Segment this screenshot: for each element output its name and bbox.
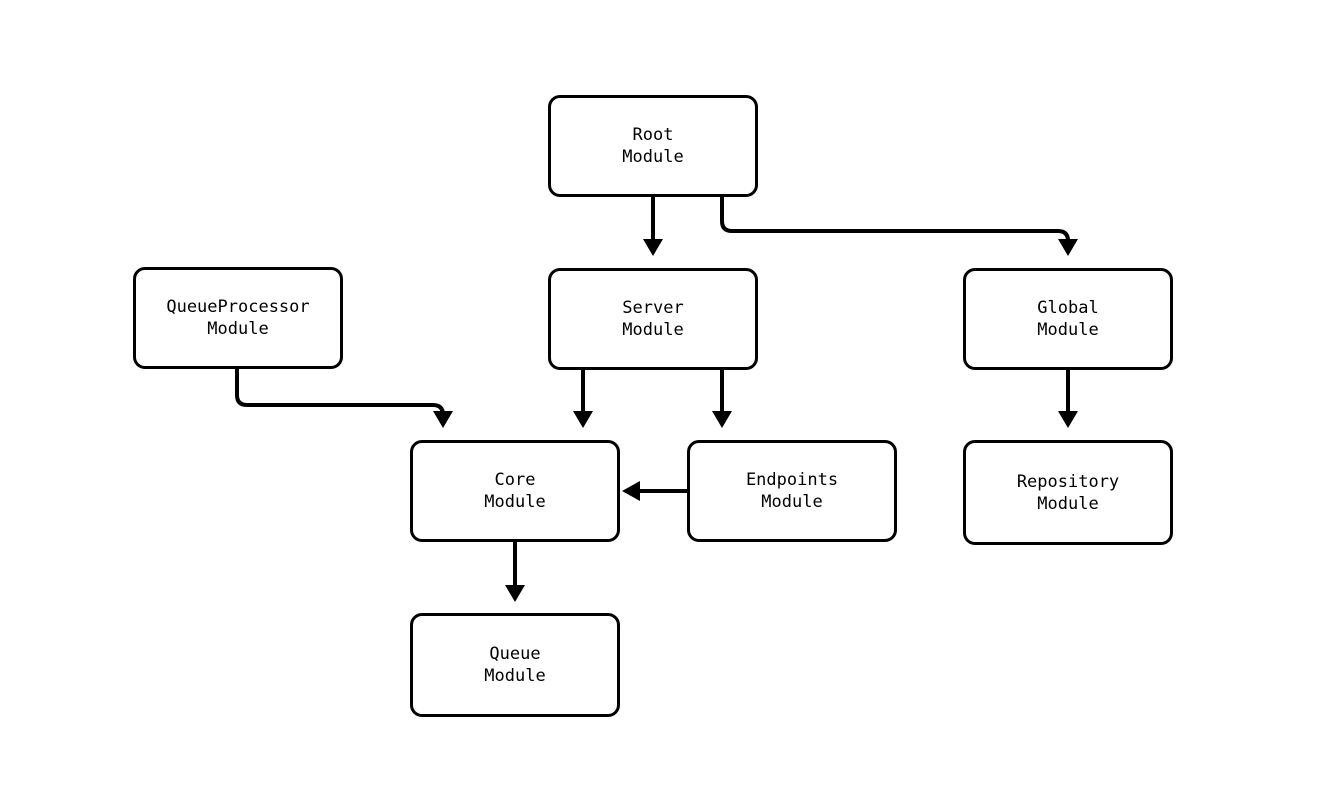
node-root-module-label: Root Module: [622, 125, 684, 167]
node-repository-module-label: Repository Module: [1016, 471, 1120, 514]
node-repository-module[interactable]: Repository Module: [963, 440, 1173, 545]
edge-queueprocessor-to-core: [235, 369, 453, 428]
node-server-module[interactable]: Server Module: [548, 268, 758, 370]
edge-root-to-global: [720, 197, 1078, 256]
edge-endpoints-to-core: [622, 481, 687, 501]
node-core-module[interactable]: Core Module: [410, 440, 620, 542]
edge-global-to-repository: [1058, 370, 1078, 428]
node-global-module-label: Global Module: [1037, 298, 1099, 340]
node-global-module[interactable]: Global Module: [963, 268, 1173, 370]
node-endpoints-module-label: Endpoints Module: [745, 470, 839, 512]
node-queueprocessor-module-label: QueueProcessor Module: [166, 297, 310, 339]
node-root-module[interactable]: Root Module: [548, 95, 758, 197]
edge-server-to-core: [573, 370, 593, 428]
node-queue-module[interactable]: Queue Module: [410, 613, 620, 717]
edge-root-to-server: [643, 197, 663, 256]
node-queueprocessor-module[interactable]: QueueProcessor Module: [133, 267, 343, 369]
edge-server-to-endpoints: [712, 370, 732, 428]
edge-core-to-queue: [505, 542, 525, 602]
node-core-module-label: Core Module: [484, 470, 546, 512]
node-endpoints-module[interactable]: Endpoints Module: [687, 440, 897, 542]
node-server-module-label: Server Module: [622, 298, 684, 340]
node-queue-module-label: Queue Module: [484, 644, 546, 686]
